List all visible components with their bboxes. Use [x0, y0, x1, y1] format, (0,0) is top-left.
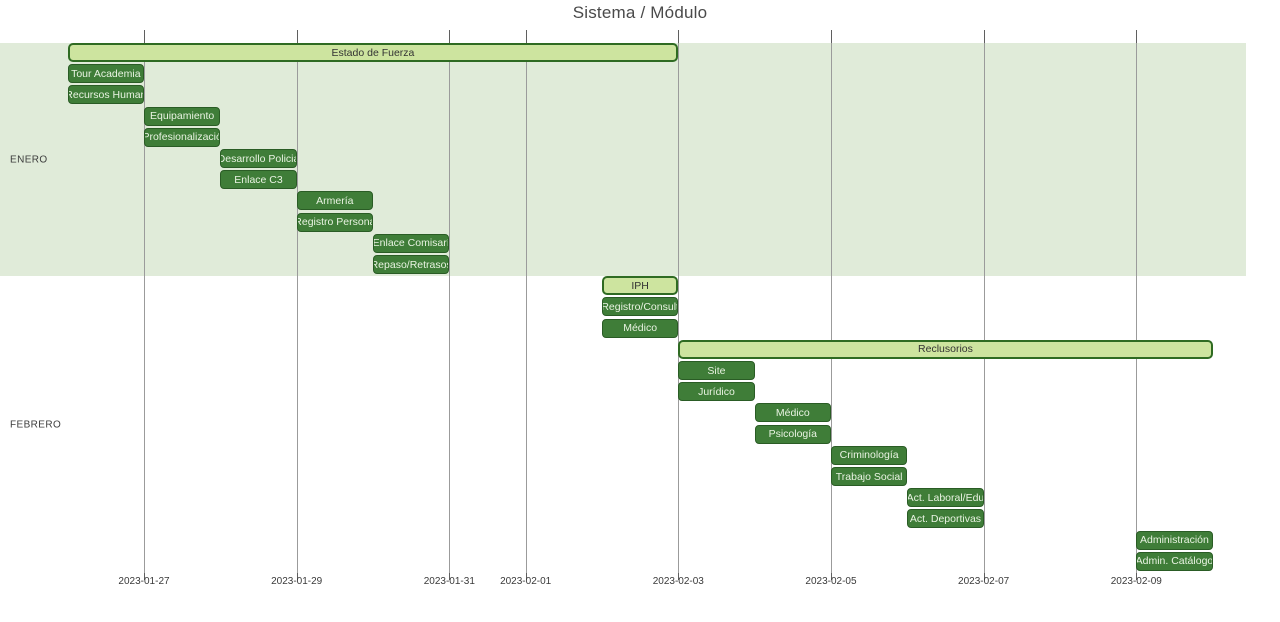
axis-tick-top [983, 30, 985, 43]
gridline [983, 43, 985, 573]
axis-tick-label: 2023-02-03 [652, 576, 704, 587]
gantt-bar-estado-de-fuerza[interactable]: Estado de Fuerza [67, 43, 679, 62]
gantt-bar-label: Repaso/Retrasos [372, 258, 450, 271]
gridline [144, 43, 145, 573]
axis-tick-top [525, 30, 527, 43]
gridline [296, 43, 298, 573]
axis-tick-label: 2023-02-01 [500, 576, 552, 587]
axis-tick-label: 2023-02-07 [958, 576, 1010, 587]
row-group-label-enero: ENERO [10, 154, 48, 166]
gantt-bar-label: Reclusorios [918, 343, 973, 356]
axis-tick-top [144, 30, 145, 43]
gantt-bar-label: Admin. Catálogo [1136, 555, 1213, 568]
gantt-bar-admin-catalogo[interactable]: Admin. Catálogo [1136, 551, 1213, 571]
gridline [525, 43, 527, 573]
axis-tick-label: 2023-01-27 [118, 576, 170, 587]
gantt-bar-registro-consult[interactable]: Registro/Consult [601, 297, 679, 317]
gantt-bar-juridico[interactable]: Jurídico [678, 382, 755, 402]
gridline [1136, 43, 1138, 573]
gantt-bar-label: Enlace C3 [234, 173, 283, 186]
gantt-bar-label: Criminología [839, 449, 899, 462]
gantt-bar-label: Profesionalizació [144, 131, 221, 144]
chart-title: Sistema / Módulo [572, 3, 708, 22]
axis-tick-bottom [525, 573, 527, 580]
gantt-bar-label: Armería [316, 194, 354, 207]
axis-tick-label: 2023-01-31 [423, 576, 475, 587]
axis-tick-bottom [1136, 573, 1138, 580]
gantt-bar-label: Site [707, 364, 726, 377]
gantt-bar-profesionalizacio[interactable]: Profesionalizació [144, 127, 221, 147]
axis-tick-bottom [449, 573, 451, 580]
row-group-label-febrero: FEBRERO [10, 419, 62, 431]
gantt-bar-label: Jurídico [698, 385, 735, 398]
gantt-bar-trabajo-social[interactable]: Trabajo Social [830, 467, 908, 486]
gantt-bar-repaso-retrasos[interactable]: Repaso/Retrasos [372, 255, 450, 274]
gantt-bar-label: IPH [631, 279, 649, 292]
gantt-bar-armeria[interactable]: Armería [296, 191, 373, 211]
gridline [678, 43, 680, 573]
gantt-bar-psicologia[interactable]: Psicología [754, 424, 831, 444]
gantt-bar-label: Trabajo Social [835, 470, 903, 483]
gantt-bar-registro-persona[interactable]: Registro Persona [296, 212, 373, 232]
axis-tick-top [1136, 30, 1138, 43]
gantt-bar-enlace-comisari[interactable]: Enlace Comisarí [372, 233, 450, 253]
gantt-bar-label: Desarrollo Policia [220, 152, 297, 165]
gantt-bar-label: Enlace Comisarí [372, 237, 450, 250]
gantt-bar-site[interactable]: Site [678, 361, 755, 380]
gridline [449, 43, 451, 573]
gantt-bar-criminologia[interactable]: Criminología [830, 445, 908, 465]
gantt-bar-label: Registro/Consult [601, 300, 679, 313]
gantt-bar-label: Act. Laboral/Edu [907, 491, 984, 504]
axis-tick-bottom [144, 573, 145, 580]
gantt-bar-label: Recursos Human [67, 88, 144, 101]
axis-tick-label: 2023-02-09 [1110, 576, 1162, 587]
gantt-bar-enlace-c3[interactable]: Enlace C3 [220, 170, 297, 190]
gantt-bar-act-laboral-edu[interactable]: Act. Laboral/Edu [907, 488, 984, 508]
gantt-bar-reclusorios[interactable]: Reclusorios [678, 339, 1213, 359]
gantt-bar-label: Médico [775, 406, 810, 419]
gantt-bar-recursos-human[interactable]: Recursos Human [67, 85, 144, 105]
gantt-bar-administracion[interactable]: Administración [1136, 530, 1213, 550]
axis-tick-top [830, 30, 832, 43]
axis-tick-label: 2023-01-29 [271, 576, 323, 587]
axis-tick-bottom [983, 573, 985, 580]
axis-tick-label: 2023-02-05 [805, 576, 857, 587]
gantt-bar-equipamiento[interactable]: Equipamiento [144, 106, 221, 126]
axis-tick-top [449, 30, 451, 43]
gantt-bar-medico[interactable]: Médico [601, 318, 679, 338]
gantt-bar-desarrollo-policia[interactable]: Desarrollo Policia [220, 149, 297, 168]
gantt-bar-medico[interactable]: Médico [754, 403, 831, 423]
gantt-bar-label: Psicología [768, 428, 818, 441]
gridline [830, 43, 832, 573]
gantt-bar-label: Administración [1140, 534, 1209, 547]
month-band-enero [0, 43, 1246, 277]
axis-tick-bottom [830, 573, 832, 580]
axis-tick-top [678, 30, 680, 43]
gantt-bar-label: Equipamiento [150, 110, 215, 123]
gantt-bar-act-deportivas[interactable]: Act. Deportivas [907, 509, 984, 529]
axis-tick-bottom [296, 573, 298, 580]
gantt-bar-label: Registro Persona [296, 216, 373, 229]
gantt-bar-label: Médico [623, 322, 658, 335]
gantt-bar-iph[interactable]: IPH [601, 276, 679, 296]
axis-tick-bottom [678, 573, 680, 580]
gantt-bar-label: Act. Deportivas [909, 512, 982, 525]
axis-tick-top [296, 30, 298, 43]
gantt-bar-tour-academia[interactable]: Tour Academia [67, 64, 144, 84]
gantt-bar-label: Tour Academia [71, 67, 141, 80]
gantt-bar-label: Estado de Fuerza [331, 46, 415, 59]
